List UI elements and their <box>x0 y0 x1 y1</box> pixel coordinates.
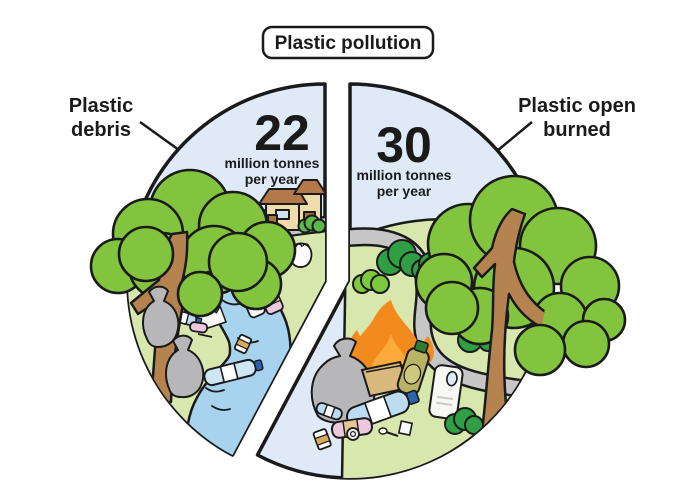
tree-icon <box>414 174 627 435</box>
right-value: 30 <box>376 117 432 173</box>
tree-trunk <box>472 207 547 434</box>
tree-icon <box>89 168 297 404</box>
floating-cup-icon <box>233 333 253 355</box>
left-unit-line2: per year <box>245 171 300 187</box>
right-unit-line1: million tonnes <box>357 167 452 183</box>
right-slice: 30 million tonnes per year <box>255 82 627 480</box>
left-pointer-line <box>139 120 180 152</box>
right-pointer-line <box>496 121 533 152</box>
striped-cup-icon <box>312 428 332 451</box>
right-label-line2: burned <box>543 119 611 141</box>
floating-big-bottle <box>203 358 264 387</box>
small-blue-bottle-icon <box>315 402 343 421</box>
right-slice-label: Plastic open burned <box>496 95 636 152</box>
left-slice-label: Plastic debris <box>69 95 180 152</box>
left-unit-line1: million tonnes <box>225 155 320 171</box>
tree-base-bush <box>444 407 484 435</box>
burn-pile <box>310 337 464 451</box>
light-bush-icon <box>352 269 390 294</box>
right-slice-value: 30 million tonnes per year <box>357 117 452 199</box>
left-label-line1: Plastic <box>69 95 133 117</box>
cardboard-box-icon <box>360 360 410 398</box>
title-box: Plastic pollution <box>261 25 435 60</box>
litter-twig <box>197 333 213 338</box>
small-conifer <box>324 223 325 237</box>
white-jug-icon <box>428 364 464 420</box>
left-value: 22 <box>254 105 310 161</box>
right-label-line1: Plastic open <box>518 95 636 117</box>
left-slice-value: 22 million tonnes per year <box>225 105 320 187</box>
trash-bag-icon <box>141 285 205 399</box>
white-cup-icon <box>397 420 414 437</box>
right-unit-line2: per year <box>377 183 432 199</box>
left-label-line2: debris <box>71 119 131 141</box>
page-title: Plastic pollution <box>275 33 422 54</box>
spoon-icon <box>378 427 399 437</box>
house-bush <box>297 214 325 234</box>
olive-bottle-icon <box>396 339 430 396</box>
pink-bottle-icon <box>189 321 209 334</box>
tape-ring-hole <box>350 431 357 438</box>
